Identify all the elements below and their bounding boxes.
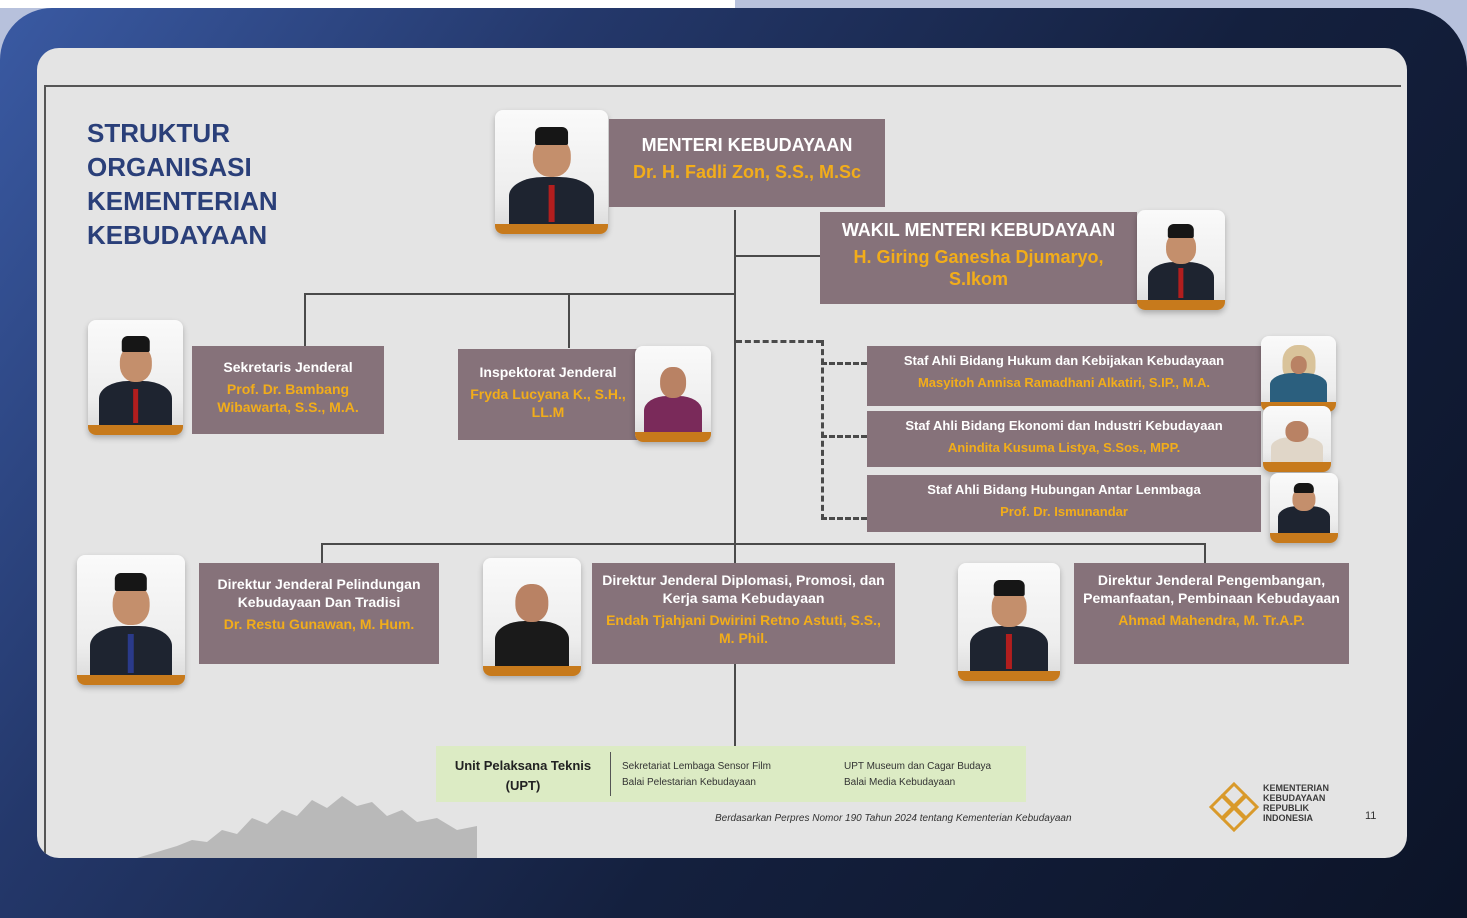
photo-tie bbox=[127, 634, 135, 673]
upt-item: Balai Pelestarian Kebudayaan bbox=[622, 777, 756, 788]
staf-ahli-role: Staf Ahli Bidang Hukum dan Kebijakan Keb… bbox=[903, 353, 1225, 368]
box-dirjen-1: Direktur Jenderal Pelindungan Kebudayaan… bbox=[199, 563, 439, 664]
photo-cap bbox=[1167, 224, 1195, 238]
menteri-name: Dr. H. Fadli Zon, S.S., M.Sc bbox=[632, 162, 862, 182]
staf-ahli-name: Anindita Kusuma Listya, S.Sos., MPP. bbox=[947, 440, 1181, 455]
wakil-name: H. Giring Ganesha Djumaryo, S.Ikom bbox=[853, 247, 1104, 289]
photo-head bbox=[1285, 420, 1309, 442]
connector-wakil bbox=[736, 255, 820, 257]
menteri-role: MENTERI KEBUDAYAAN bbox=[641, 135, 853, 155]
title-line: KEBUDAYAAN bbox=[87, 220, 268, 250]
box-dirjen-2: Direktur Jenderal Diplomasi, Promosi, da… bbox=[592, 563, 895, 664]
upt-separator bbox=[610, 752, 611, 796]
upt-box: Unit Pelaksana Teknis (UPT) Sekretariat … bbox=[436, 746, 1026, 802]
staf-ahli-role: Staf Ahli Bidang Hubungan Antar Lenmbaga bbox=[927, 482, 1201, 497]
irjen-name: Fryda Lucyana K., S.H., LL.M bbox=[470, 386, 626, 420]
logo-wordmark: KEMENTERIAN KEBUDAYAAN REPUBLIK INDONESI… bbox=[1263, 783, 1363, 823]
upt-item: UPT Museum dan Cagar Budaya bbox=[844, 761, 992, 772]
photo-menteri bbox=[495, 110, 608, 234]
page-number: 11 bbox=[1365, 810, 1377, 822]
photo-head bbox=[1290, 355, 1307, 374]
photo-cap bbox=[121, 336, 150, 353]
staf-ahli-name: Masyitoh Annisa Ramadhani Alkatiri, S.IP… bbox=[917, 375, 1211, 390]
photo-cap bbox=[993, 579, 1025, 597]
title-line: STRUKTUR bbox=[87, 118, 230, 148]
dirjen-role: Direktur Jenderal Diplomasi, Promosi, da… bbox=[602, 572, 885, 606]
sekjen-name: Prof. Dr. Bambang Wibawarta, S.S., M.A. bbox=[217, 381, 359, 415]
temple-silhouette bbox=[137, 796, 477, 858]
logo-text-line: KEMENTERIAN bbox=[1263, 783, 1330, 793]
irjen-role: Inspektorat Jenderal bbox=[479, 364, 617, 380]
upt-item: Balai Media Kebudayaan bbox=[844, 777, 956, 788]
photo-sekjen bbox=[88, 320, 183, 435]
box-dirjen-3: Direktur Jenderal Pengembangan, Pemanfaa… bbox=[1074, 563, 1349, 664]
dirjen-name: Dr. Restu Gunawan, M. Hum. bbox=[223, 616, 415, 632]
photo-body bbox=[1270, 373, 1327, 402]
photo-dirjen-3 bbox=[958, 563, 1060, 681]
dashed-connector-staf-2 bbox=[821, 435, 867, 438]
photo-staf-ahli-hubungan bbox=[1270, 473, 1338, 543]
connector-row3-horizontal bbox=[321, 543, 1206, 545]
kemenbud-logo bbox=[1208, 781, 1260, 833]
box-menteri: MENTERI KEBUDAYAAN Dr. H. Fadli Zon, S.S… bbox=[609, 119, 885, 207]
photo-head bbox=[1292, 488, 1316, 511]
upt-label: Unit Pelaksana Teknis (UPT) bbox=[454, 758, 592, 793]
logo-text-line: KEBUDAYAAN bbox=[1263, 793, 1326, 803]
photo-tie bbox=[1005, 633, 1013, 669]
photo-cap bbox=[114, 573, 148, 592]
photo-dirjen-2 bbox=[483, 558, 581, 676]
photo-tie bbox=[548, 184, 555, 222]
box-irjen: Inspektorat Jenderal Fryda Lucyana K., S… bbox=[458, 349, 638, 440]
box-staf-ahli-hubungan: Staf Ahli Bidang Hubungan Antar Lenmbaga… bbox=[867, 475, 1261, 532]
dirjen-name: Ahmad Mahendra, M. Tr.A.P. bbox=[1118, 612, 1305, 628]
photo-head bbox=[660, 367, 686, 398]
wakil-role: WAKIL MENTERI KEBUDAYAAN bbox=[841, 220, 1116, 240]
photo-tie bbox=[132, 388, 139, 423]
dashed-connector-staf-3 bbox=[821, 517, 867, 520]
top-strip bbox=[0, 0, 735, 8]
slide-border-top bbox=[45, 85, 1401, 87]
box-wakil-menteri: WAKIL MENTERI KEBUDAYAAN H. Giring Ganes… bbox=[820, 212, 1137, 304]
connector-irjen bbox=[568, 293, 570, 348]
logo-text-line: REPUBLIK bbox=[1263, 803, 1310, 813]
photo-irjen bbox=[635, 346, 711, 442]
box-staf-ahli-ekonomi: Staf Ahli Bidang Ekonomi dan Industri Ke… bbox=[867, 411, 1261, 467]
staf-ahli-name: Prof. Dr. Ismunandar bbox=[1000, 504, 1128, 519]
logo-text-line: INDONESIA bbox=[1263, 813, 1314, 823]
page-title: STRUKTUR ORGANISASI KEMENTERIAN KEBUDAYA… bbox=[87, 116, 317, 252]
title-line: KEMENTERIAN bbox=[87, 186, 278, 216]
photo-dirjen-1 bbox=[77, 555, 185, 685]
dirjen-role: Direktur Jenderal Pelindungan Kebudayaan… bbox=[217, 576, 421, 610]
box-sekjen: Sekretaris Jenderal Prof. Dr. Bambang Wi… bbox=[192, 346, 384, 434]
dirjen-name: Endah Tjahjani Dwirini Retno Astuti, S.S… bbox=[606, 612, 881, 646]
slide-border-left bbox=[44, 85, 46, 858]
photo-head bbox=[515, 583, 549, 622]
dashed-connector-staf bbox=[736, 340, 822, 343]
photo-cap bbox=[534, 127, 569, 145]
dashed-connector-staf-vertical bbox=[821, 340, 824, 520]
title-line: ORGANISASI bbox=[87, 152, 252, 182]
dashed-connector-staf-1 bbox=[821, 362, 867, 365]
footnote: Berdasarkan Perpres Nomor 190 Tahun 2024… bbox=[715, 813, 1072, 824]
connector-row1-horizontal bbox=[304, 293, 736, 295]
photo-cap bbox=[1293, 482, 1315, 493]
photo-staf-ahli-hukum bbox=[1261, 336, 1336, 412]
photo-staf-ahli-ekonomi bbox=[1263, 406, 1331, 472]
dirjen-role: Direktur Jenderal Pengembangan, Pemanfaa… bbox=[1083, 572, 1340, 606]
upt-item: Sekretariat Lembaga Sensor Film bbox=[622, 761, 771, 772]
connector-dirjen-3 bbox=[1204, 543, 1206, 563]
photo-wakil-menteri bbox=[1137, 210, 1225, 310]
staf-ahli-role: Staf Ahli Bidang Ekonomi dan Industri Ke… bbox=[905, 418, 1223, 433]
photo-body bbox=[644, 395, 702, 432]
photo-tie bbox=[1178, 268, 1184, 298]
box-staf-ahli-hukum: Staf Ahli Bidang Hukum dan Kebijakan Keb… bbox=[867, 346, 1261, 406]
connector-main-vertical bbox=[734, 210, 736, 750]
photo-body bbox=[1278, 506, 1330, 533]
connector-sekjen bbox=[304, 293, 306, 348]
photo-body bbox=[494, 621, 570, 666]
connector-dirjen-1 bbox=[321, 543, 323, 563]
sekjen-role: Sekretaris Jenderal bbox=[223, 359, 353, 375]
slide: STRUKTUR ORGANISASI KEMENTERIAN KEBUDAYA… bbox=[37, 48, 1407, 858]
